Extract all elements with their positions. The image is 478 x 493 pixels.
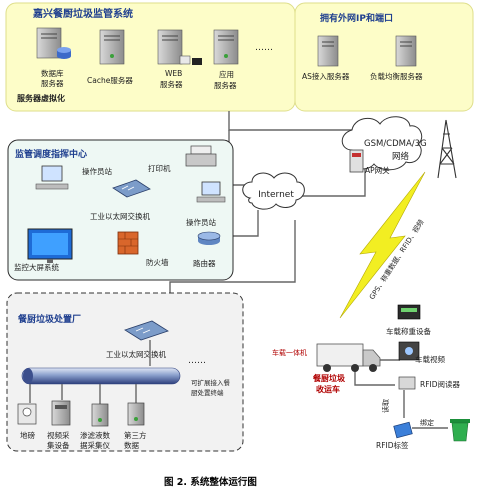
- third-party-data-icon: [127, 402, 145, 426]
- workstation-1-label: 操作员站: [82, 166, 112, 176]
- switch-1-icon: [112, 179, 151, 198]
- leachate-label-2: 据采集仪: [80, 440, 110, 450]
- expand-note-1: 可扩展接入餐: [191, 378, 231, 387]
- as-server-label: AS接入服务器: [302, 71, 350, 81]
- truck-label-2: 收运车: [316, 384, 340, 394]
- printer-label: 打印机: [148, 163, 171, 173]
- waste-bin-icon: [450, 419, 470, 442]
- more-servers-ellipsis: ……: [255, 43, 273, 53]
- database-server-label-1: 数据库: [41, 68, 64, 78]
- figure-caption: 图 2. 系统整体运行图: [164, 476, 257, 488]
- read-label: 读取: [381, 399, 390, 413]
- router-label: 路由器: [193, 258, 216, 268]
- weighing-device-icon: [397, 304, 421, 320]
- truck-icon: [316, 343, 381, 372]
- load-balancer-icon: [395, 35, 417, 67]
- cache-server-icon: [99, 29, 125, 65]
- mobile-network-label-2: 网络: [392, 151, 410, 162]
- app-server-label-1: 应用: [219, 69, 234, 79]
- monitor-wall-label: 监控大屏系统: [14, 262, 59, 272]
- plant-title: 餐厨垃圾处置厂: [17, 313, 81, 325]
- bind-label: 绑定: [420, 418, 434, 427]
- mobile-network-label-1: GSM/CDMA/3G: [364, 139, 427, 149]
- third-party-label-1: 第三方: [124, 430, 147, 440]
- truck-label-1: 餐厨垃圾: [312, 373, 345, 383]
- external-ip-title: 拥有外网IP和端口: [320, 12, 393, 24]
- app-server-label-2: 服务器: [214, 80, 237, 90]
- web-server-icon: [157, 29, 202, 65]
- plant-panel: 餐厨垃圾处置厂 工业以太网交换机 …… 可扩展接入餐 厨处置终端 地磅 视频采 …: [6, 292, 244, 452]
- ap-gateway-icon: [349, 149, 364, 173]
- rfid-tag-label: RFID标签: [376, 440, 409, 450]
- switch-1-label: 工业以太网交换机: [90, 211, 150, 221]
- backbone-pipe: [21, 367, 181, 385]
- video-capture-label-2: 集设备: [47, 440, 70, 450]
- printer-icon: [185, 145, 217, 167]
- as-server-icon: [317, 35, 339, 67]
- web-server-label-1: WEB: [165, 69, 182, 78]
- scale-label: 地磅: [20, 430, 35, 440]
- plant-ellipsis: ……: [188, 356, 206, 366]
- router-icon: [197, 231, 221, 245]
- rfid-reader-label: RFID阅读器: [420, 379, 461, 389]
- workstation-1-icon: [35, 165, 69, 190]
- cell-tower-icon: [437, 119, 457, 179]
- ap-gateway-label: AP网关: [365, 165, 390, 175]
- workstation-2-label: 操作员站: [186, 217, 216, 227]
- rfid-reader-icon: [398, 376, 416, 390]
- switch-2-label: 工业以太网交换机: [106, 349, 166, 359]
- app-server-icon: [213, 29, 239, 65]
- web-server-label-2: 服务器: [160, 79, 183, 89]
- leachate-collector-icon: [91, 403, 109, 427]
- workstation-2-icon: [196, 181, 226, 203]
- external-ip-panel: 拥有外网IP和端口 AS接入服务器 负载均衡服务器: [294, 2, 474, 112]
- control-center-title: 监管调度指挥中心: [15, 148, 87, 160]
- leachate-label-1: 渗滤液数: [80, 430, 110, 440]
- onboard-video-label: 车载视频: [415, 354, 445, 364]
- internet-cloud-icon: [242, 172, 305, 210]
- terminal-label: 车载一体机: [272, 348, 307, 357]
- cache-server-label: Cache服务器: [87, 75, 133, 85]
- server-panel-title: 嘉兴餐厨垃圾监管系统: [32, 7, 133, 20]
- database-server-label-2: 服务器: [41, 78, 64, 88]
- database-server-icon: [36, 27, 71, 59]
- scale-icon: [17, 403, 37, 425]
- load-balancer-label: 负载均衡服务器: [370, 71, 423, 81]
- server-panel: 嘉兴餐厨垃圾监管系统 数据库 服务器 Cache服务器 WEB 服务器: [5, 2, 296, 112]
- third-party-label-2: 数据: [124, 440, 139, 450]
- rfid-tag-icon: [393, 421, 413, 439]
- control-center-panel: 监管调度指挥中心 操作员站 打印机 工业以太网交换机 操作员站 监控大屏系统: [7, 139, 234, 281]
- onboard-video-icon: [398, 341, 420, 361]
- firewall-icon: [117, 231, 139, 255]
- video-capture-icon: [51, 400, 71, 426]
- firewall-label: 防火墙: [146, 257, 169, 267]
- monitor-wall-icon: [27, 228, 73, 263]
- wireless-link-icon: [339, 171, 426, 319]
- expand-note-2: 厨处置终端: [191, 388, 224, 397]
- weighing-device-label: 车载称重设备: [386, 326, 431, 336]
- virtualization-label: 服务器虚拟化: [17, 93, 65, 103]
- internet-label: Internet: [258, 190, 294, 200]
- video-capture-label-1: 视频采: [47, 430, 70, 440]
- switch-2-icon: [124, 320, 169, 341]
